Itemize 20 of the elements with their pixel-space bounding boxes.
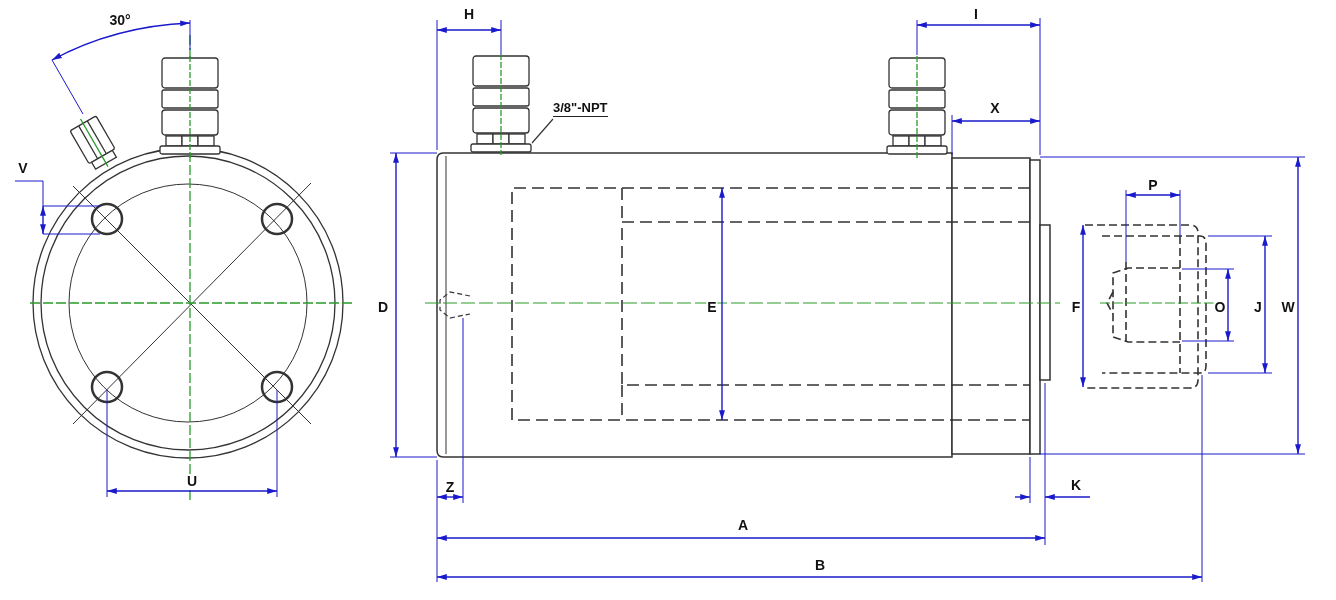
dimension-label: I (973, 7, 979, 21)
dimension-label: 30° (108, 13, 132, 27)
dimension-label: K (1069, 478, 1083, 492)
port-size-note: 3/8"-NPT (553, 101, 608, 118)
dimension-label: J (1253, 300, 1263, 314)
dimension-label: Z (444, 480, 456, 494)
dimension-label: B (813, 558, 827, 572)
dimension-label: O (1213, 300, 1227, 314)
leader-line (531, 118, 554, 144)
dimension-label: A (736, 518, 750, 532)
dimension-label: D (376, 300, 390, 314)
dimension-label: W (1280, 300, 1296, 314)
coupler-drawing (470, 55, 532, 155)
dimension-label: U (185, 474, 199, 488)
dimension-label: P (1147, 178, 1159, 192)
dimension-label: X (989, 101, 1001, 115)
dimension-label: E (706, 300, 718, 314)
dimension-label: F (1070, 300, 1082, 314)
dimension-label: V (17, 161, 29, 175)
dimension-label: H (462, 7, 476, 21)
